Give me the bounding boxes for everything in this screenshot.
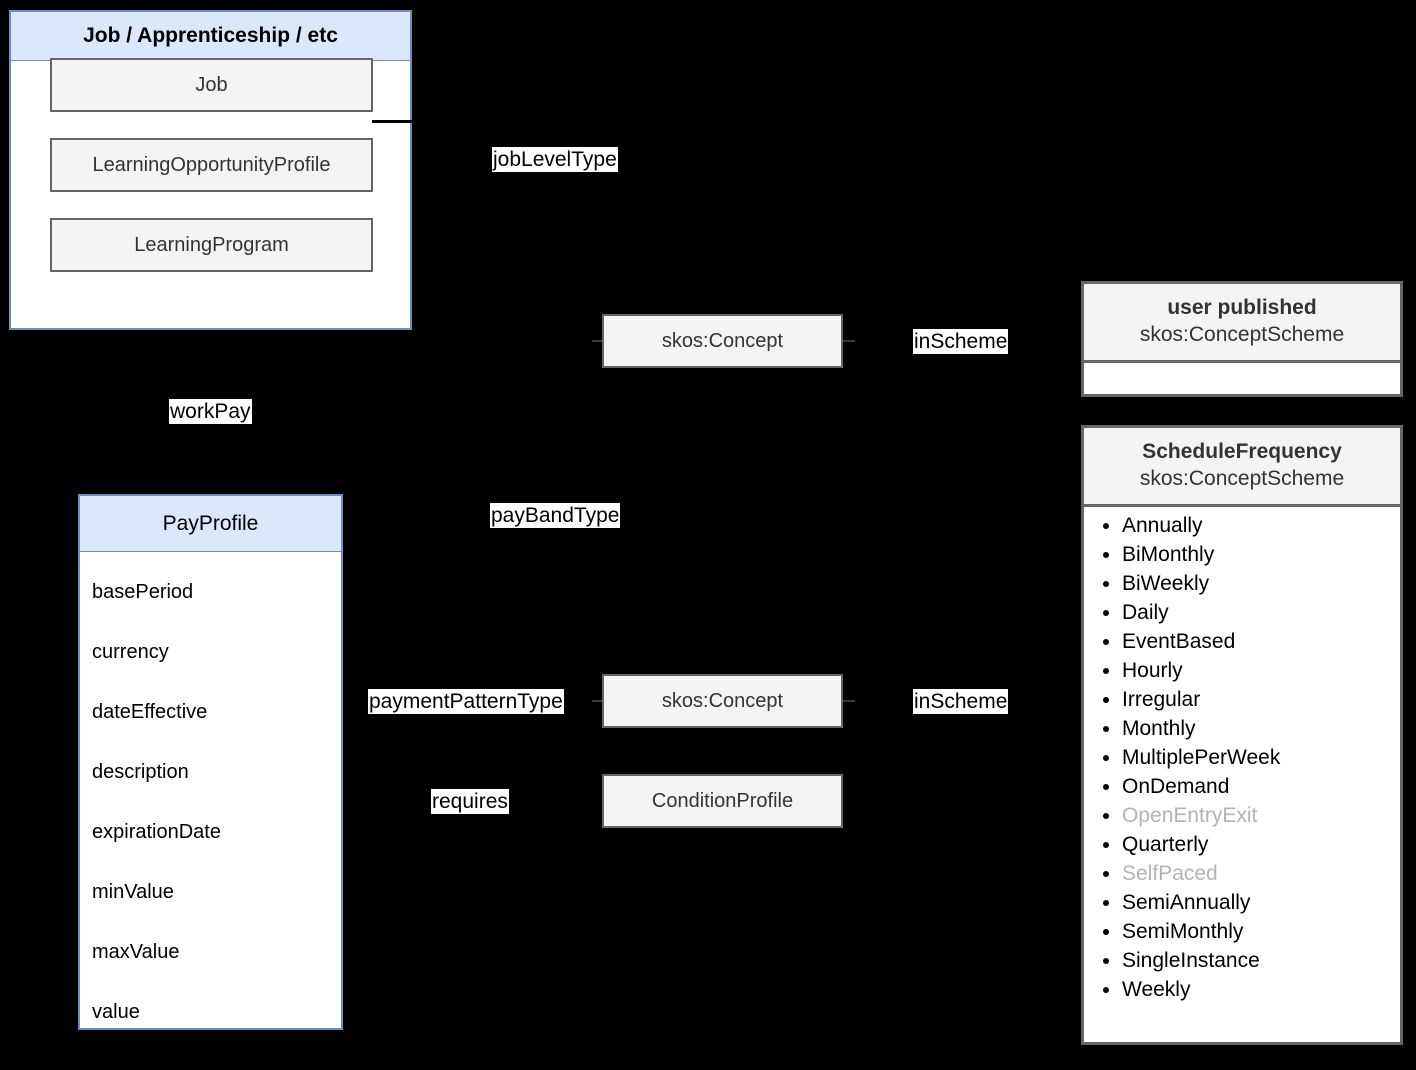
edge-label-in-scheme-bottom-text: inScheme xyxy=(914,690,1008,713)
entity-condition-profile[interactable]: ConditionProfile xyxy=(602,774,843,828)
class-attr-max-value: maxValue xyxy=(92,941,180,963)
scheme-concept-item[interactable]: BiMonthly xyxy=(1122,540,1400,569)
job-group-title: Job / Apprenticeship / etc xyxy=(83,24,338,47)
entity-job-label: Job xyxy=(195,73,228,96)
scheme-concept-item[interactable]: Weekly xyxy=(1122,975,1400,1004)
scheme-type-user-published: skos:ConceptScheme xyxy=(1139,323,1345,346)
edge-stub-concept-bottom-left xyxy=(592,700,604,702)
scheme-name-schedule-frequency: ScheduleFrequency xyxy=(1142,440,1342,463)
class-title-pay-profile-text: PayProfile xyxy=(162,511,259,535)
class-attr-base-period: basePeriod xyxy=(92,581,194,603)
class-attribute-list: basePeriod currency dateEffective descri… xyxy=(80,552,341,1042)
entity-learning-program-label: LearningProgram xyxy=(134,233,289,256)
edge-label-in-scheme-top-text: inScheme xyxy=(914,330,1008,353)
scheme-name-user-published: user published xyxy=(1167,296,1317,319)
class-attr-description: description xyxy=(92,761,189,783)
edge-label-payment-pattern-type: paymentPatternType xyxy=(368,689,564,714)
entity-learning-opportunity-profile-label: LearningOpportunityProfile xyxy=(92,153,331,176)
edge-job-to-joblevel xyxy=(372,120,417,123)
edge-stub-concept-top-right xyxy=(843,340,855,342)
edge-label-work-pay-text: workPay xyxy=(170,400,251,423)
class-title-pay-profile: PayProfile xyxy=(80,496,341,552)
scheme-concept-item[interactable]: SelfPaced xyxy=(1122,859,1400,888)
scheme-box-schedule-frequency: ScheduleFrequency skos:ConceptScheme Ann… xyxy=(1081,425,1403,1045)
scheme-body-schedule-frequency: AnnuallyBiMonthlyBiWeeklyDailyEventBased… xyxy=(1084,507,1400,1042)
scheme-body-user-published xyxy=(1084,363,1400,394)
entity-condition-profile-label: ConditionProfile xyxy=(651,789,794,812)
job-group-header: Job / Apprenticeship / etc xyxy=(11,12,410,61)
scheme-concept-item[interactable]: Quarterly xyxy=(1122,830,1400,859)
scheme-concept-item[interactable]: Monthly xyxy=(1122,714,1400,743)
edge-label-work-pay: workPay xyxy=(169,399,252,424)
scheme-concept-item[interactable]: Hourly xyxy=(1122,656,1400,685)
class-attr-currency: currency xyxy=(92,641,169,663)
scheme-concept-item[interactable]: SingleInstance xyxy=(1122,946,1400,975)
edge-stub-concept-bottom-right xyxy=(843,700,855,702)
scheme-concept-item[interactable]: OnDemand xyxy=(1122,772,1400,801)
entity-job[interactable]: Job xyxy=(50,58,373,112)
scheme-header-schedule-frequency: ScheduleFrequency skos:ConceptScheme xyxy=(1084,428,1400,507)
edge-label-pay-band-type: payBandType xyxy=(490,503,621,528)
class-attr-value: value xyxy=(92,1001,140,1023)
scheme-concept-item[interactable]: SemiAnnually xyxy=(1122,888,1400,917)
edge-label-in-scheme-top: inScheme xyxy=(913,329,1009,354)
scheme-concept-list-schedule-frequency: AnnuallyBiMonthlyBiWeeklyDailyEventBased… xyxy=(1084,511,1400,1004)
edge-label-requires: requires xyxy=(431,789,509,814)
entity-learning-opportunity-profile[interactable]: LearningOpportunityProfile xyxy=(50,138,373,192)
scheme-box-user-published: user published skos:ConceptScheme xyxy=(1081,281,1403,397)
job-group-box: Job / Apprenticeship / etc Job LearningO… xyxy=(9,10,412,330)
edge-label-in-scheme-bottom: inScheme xyxy=(913,689,1009,714)
class-attr-min-value: minValue xyxy=(92,881,174,903)
scheme-concept-item[interactable]: Annually xyxy=(1122,511,1400,540)
entity-skos-concept-top[interactable]: skos:Concept xyxy=(602,314,843,368)
entity-learning-program[interactable]: LearningProgram xyxy=(50,218,373,272)
edge-label-pay-band-type-text: payBandType xyxy=(491,504,620,527)
entity-skos-concept-top-label: skos:Concept xyxy=(661,329,784,352)
edge-label-requires-text: requires xyxy=(432,790,508,813)
scheme-type-schedule-frequency: skos:ConceptScheme xyxy=(1139,467,1345,490)
scheme-concept-item[interactable]: EventBased xyxy=(1122,627,1400,656)
scheme-header-user-published: user published skos:ConceptScheme xyxy=(1084,284,1400,363)
entity-skos-concept-bottom-label: skos:Concept xyxy=(661,689,784,712)
edge-label-payment-pattern-type-text: paymentPatternType xyxy=(369,690,563,713)
class-attr-date-effective: dateEffective xyxy=(92,701,208,723)
scheme-concept-item[interactable]: SemiMonthly xyxy=(1122,917,1400,946)
entity-skos-concept-bottom[interactable]: skos:Concept xyxy=(602,674,843,728)
edge-label-job-level-type-text: jobLevelType xyxy=(493,148,617,171)
scheme-concept-item[interactable]: OpenEntryExit xyxy=(1122,801,1400,830)
scheme-concept-item[interactable]: Irregular xyxy=(1122,685,1400,714)
scheme-concept-item[interactable]: BiWeekly xyxy=(1122,569,1400,598)
scheme-concept-item[interactable]: MultiplePerWeek xyxy=(1122,743,1400,772)
class-box-pay-profile: PayProfile basePeriod currency dateEffec… xyxy=(78,494,343,1030)
edge-stub-concept-top-left xyxy=(592,340,604,342)
edge-label-job-level-type: jobLevelType xyxy=(492,147,618,172)
scheme-concept-item[interactable]: Daily xyxy=(1122,598,1400,627)
class-attr-expiration-date: expirationDate xyxy=(92,821,221,843)
